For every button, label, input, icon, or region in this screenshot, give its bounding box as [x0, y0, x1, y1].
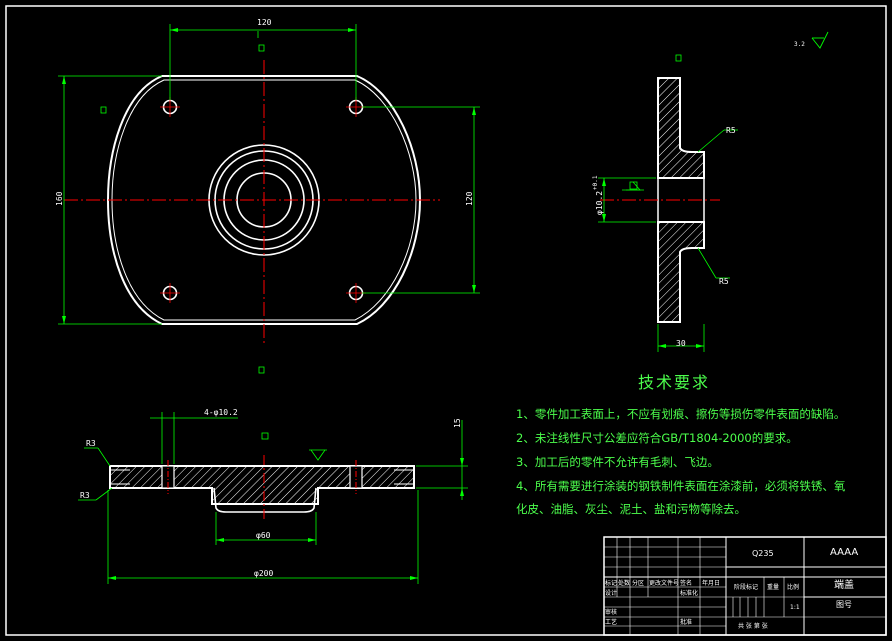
dim-holes: 4-φ10.2 — [204, 408, 238, 417]
tb-process-label: 工艺 — [605, 618, 617, 626]
dim-fillet-top: R5 — [726, 126, 736, 135]
drawing-frame — [5, 5, 887, 636]
dim-bottom-r2: R3 — [80, 491, 90, 500]
side-view: φ10.2 +0.1 R5 R5 30 — [592, 54, 738, 352]
front-view-outline-inner — [111, 79, 417, 321]
requirement-line-3: 3、加工后的零件不允许有毛刺、飞边。 — [516, 455, 719, 469]
tb-design-label: 设计 — [605, 589, 617, 597]
side-section-lower — [657, 221, 705, 323]
side-section-upper — [657, 77, 705, 179]
bottom-section-body — [109, 465, 415, 505]
tb-material: Q235 — [752, 549, 774, 558]
title-block — [603, 536, 887, 636]
tb-std-label: 标准化 — [680, 589, 698, 597]
tb-row-1: 处数 — [618, 579, 630, 587]
dim-fillet-bottom: R5 — [719, 277, 729, 286]
bottom-view: 4-φ10.2 15 R3 R3 φ60 φ200 — [78, 408, 468, 584]
dim-left-height: 160 — [55, 191, 64, 206]
tb-row-5: 年月日 — [702, 579, 720, 587]
tb-weight-label: 重量 — [767, 583, 779, 591]
dim-side-tolerance: +0.1 — [592, 175, 599, 190]
dim-bottom-r1: R3 — [86, 439, 96, 448]
front-view: 120 160 120 — [55, 18, 480, 374]
roughness-symbol: 3.2 — [794, 31, 829, 49]
front-view-outline — [106, 75, 422, 325]
tb-scale-value: 1:1 — [790, 604, 800, 611]
requirement-line-4: 4、所有需要进行涂装的钢铁制件表面在涂漆前，必须将铁锈、氧 — [516, 479, 846, 493]
dim-side-thickness: 30 — [676, 339, 686, 348]
tb-part-name: 端盖 — [834, 578, 854, 591]
requirement-line-2: 2、未注线性尺寸公差应符合GB/T1804-2000的要求。 — [516, 431, 798, 445]
technical-requirements: 技术要求 1、零件加工表面上，不应有划痕、擦伤等损伤零件表面的缺陷。 2、未注线… — [516, 373, 846, 516]
tb-sheet-text: 共 张 第 张 — [738, 622, 768, 630]
dim-top-width: 120 — [257, 18, 272, 27]
tb-row-2: 分区 — [632, 579, 644, 587]
tb-drawing-no-label: 图号 — [836, 600, 852, 609]
tb-row-0: 标记 — [605, 579, 617, 587]
requirement-line-5: 化皮、油脂、灰尘、泥土、盐和污物等除去。 — [516, 502, 746, 516]
tb-row-3: 更改文件号 — [649, 579, 679, 587]
tb-stage-label: 阶段标记 — [734, 583, 758, 591]
tb-code: AAAA — [830, 547, 858, 558]
tb-approve-label: 批准 — [680, 618, 692, 626]
requirement-line-1: 1、零件加工表面上，不应有划痕、擦伤等损伤零件表面的缺陷。 — [516, 407, 845, 421]
dim-bottom-right: 15 — [453, 418, 462, 428]
roughness-value: 3.2 — [794, 41, 805, 48]
title-block-text: Q235 AAAA 端盖 图号 标记 处数 分区 更改文件号 签名 年月日 阶段… — [605, 547, 858, 630]
dim-side-bore: φ10.2 — [595, 191, 604, 215]
tb-row-4: 签名 — [680, 579, 692, 587]
dim-outer-diameter: φ200 — [254, 569, 273, 578]
tb-check-label: 审核 — [605, 608, 617, 616]
dim-right-height: 120 — [465, 191, 474, 206]
tb-scale-label: 比例 — [787, 583, 799, 591]
dim-hub-diameter: φ60 — [256, 531, 271, 540]
requirements-title: 技术要求 — [638, 373, 710, 392]
